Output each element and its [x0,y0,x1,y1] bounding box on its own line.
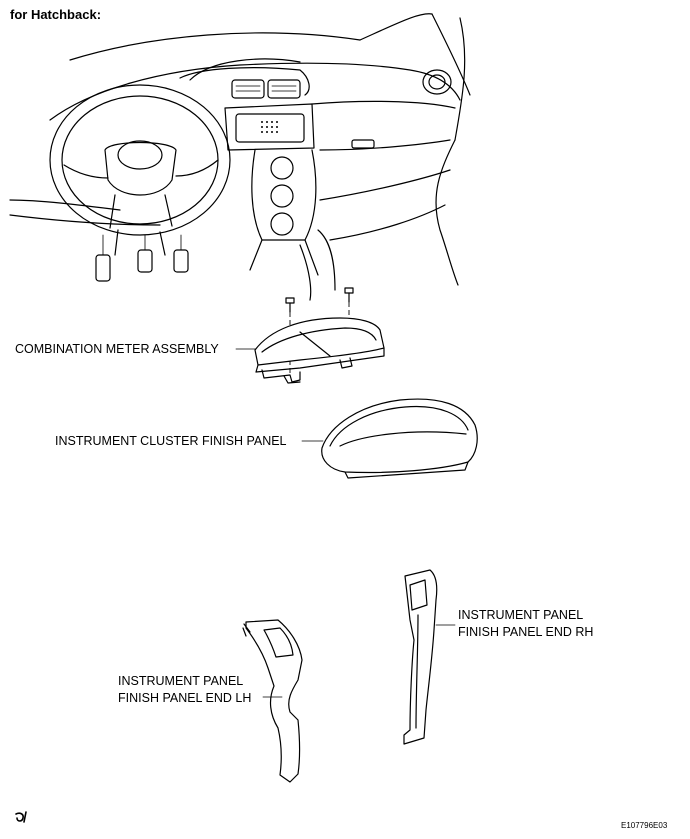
finish-panel-end-rh [403,569,438,745]
dashboard-overview [9,13,471,301]
logo-mark [15,811,27,823]
label-instrument-cluster-finish-panel: INSTRUMENT CLUSTER FINISH PANEL [55,434,287,448]
label-combination-meter-assembly: COMBINATION METER ASSEMBLY [15,342,219,356]
label-end-lh-line1: INSTRUMENT PANEL [118,674,244,688]
combination-meter-assembly [254,287,385,384]
label-end-rh-line1: INSTRUMENT PANEL [458,608,584,622]
figure-code: E107796E03 [621,821,668,830]
screw-left [285,297,295,313]
page-title: for Hatchback: [10,7,102,22]
label-end-lh-line2: FINISH PANEL END LH [118,691,252,705]
instrument-cluster-finish-panel [321,398,478,479]
label-end-rh-line2: FINISH PANEL END RH [458,625,594,639]
screw-right [344,287,354,303]
finish-panel-end-lh [242,619,303,783]
